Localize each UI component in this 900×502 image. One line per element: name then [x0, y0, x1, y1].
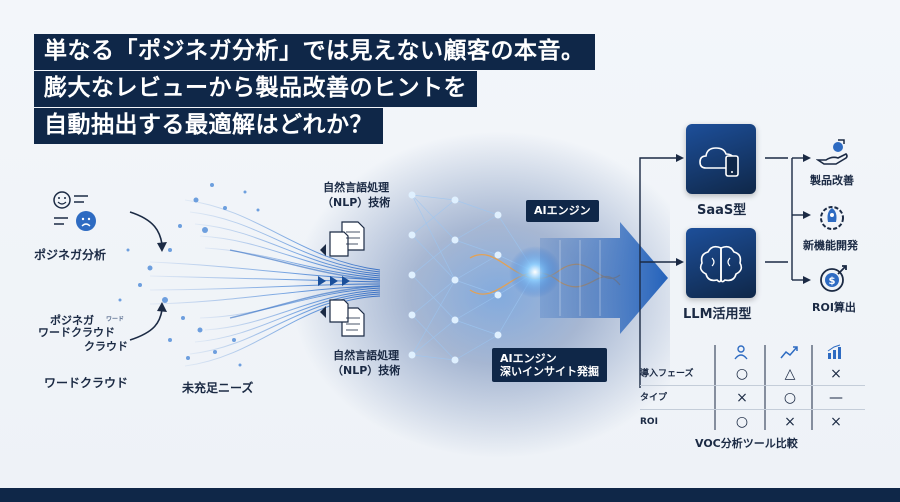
- brain-icon: [699, 245, 743, 283]
- nlp-label-top: 自然言語処理 （NLP）技術: [322, 180, 390, 210]
- nlp-top-line-1: 自然言語処理: [323, 181, 390, 194]
- table-cell: ○: [783, 390, 797, 406]
- unmet-needs-label: 未充足ニーズ: [182, 381, 254, 395]
- wordcloud-word: ポジネガ: [50, 314, 94, 327]
- row-label: 導入フェーズ: [640, 369, 694, 379]
- outcome-label-new-feature: 新機能開発: [803, 239, 858, 252]
- hand-with-coin-icon: [816, 139, 848, 165]
- sentiment-faces-icon: [53, 191, 96, 231]
- person-icon: [734, 345, 748, 360]
- table-cell: ×: [784, 414, 796, 430]
- llm-label: LLM活用型: [683, 307, 752, 322]
- table-row: 導入フェーズ ○ △ ×: [640, 362, 865, 386]
- table-row: タイプ × ○ —: [640, 386, 865, 410]
- ai-insight-line-1: AIエンジン: [500, 352, 557, 365]
- wordcloud-word: クラウド: [84, 340, 128, 353]
- table-caption: VOC分析ツール比較: [695, 437, 798, 450]
- target-dollar-icon: $: [820, 265, 847, 292]
- trend-line-icon: [780, 346, 798, 359]
- llm-box: [686, 228, 756, 298]
- outcome-label-roi: ROI算出: [812, 301, 856, 314]
- bar-chart-icon: [827, 344, 841, 359]
- ai-insight-line-2: 深いインサイト発掘: [500, 365, 599, 378]
- svg-text:$: $: [829, 276, 836, 287]
- table-cell: ×: [830, 414, 842, 430]
- nlp-bottom-line-1: 自然言語処理: [333, 349, 400, 362]
- row-label: タイプ: [640, 393, 668, 403]
- table-cell: △: [784, 366, 796, 382]
- ai-engine-tag: AIエンジン: [526, 200, 599, 222]
- saas-box: [686, 124, 756, 194]
- table-cell: ○: [735, 414, 749, 430]
- outcome-label-product-improvement: 製品改善: [810, 174, 854, 187]
- table-cell: —: [829, 390, 843, 406]
- wordcloud-word: ワード: [106, 316, 125, 323]
- nlp-bottom-line-2: （NLP）技術: [332, 364, 401, 377]
- sentiment-analysis-label: ポジネガ分析: [34, 248, 107, 262]
- headline: 単なる「ポジネガ分析」では見えない顧客の本音。 膨大なレビューから製品改善のヒン…: [34, 34, 595, 145]
- word-cloud: ポジネガ ワード ワードクラウド クラウド: [28, 312, 138, 372]
- nlp-label-bottom: 自然言語処理 （NLP）技術: [332, 348, 400, 378]
- bottom-bar: [0, 488, 900, 502]
- nlp-top-line-2: （NLP）技術: [322, 196, 391, 209]
- wordcloud-label: ワードクラウド: [44, 376, 129, 390]
- ai-engine-insight-tag: AIエンジン 深いインサイト発掘: [492, 348, 607, 382]
- wordcloud-word: ワードクラウド: [38, 326, 115, 339]
- row-label: ROI: [640, 417, 658, 427]
- table-cell: ×: [830, 366, 842, 382]
- rocket-gear-icon: [820, 206, 844, 230]
- headline-line-1: 単なる「ポジネガ分析」では見えない顧客の本音。: [34, 34, 595, 70]
- table-cell: ×: [736, 390, 748, 406]
- headline-line-2: 膨大なレビューから製品改善のヒントを: [34, 71, 477, 107]
- table-cell: ○: [735, 366, 749, 382]
- saas-label: SaaS型: [697, 203, 747, 218]
- headline-line-3: 自動抽出する最適解はどれか？: [34, 108, 383, 144]
- cloud-phone-icon: [699, 147, 739, 177]
- table-row: ROI ○ × ×: [640, 410, 865, 434]
